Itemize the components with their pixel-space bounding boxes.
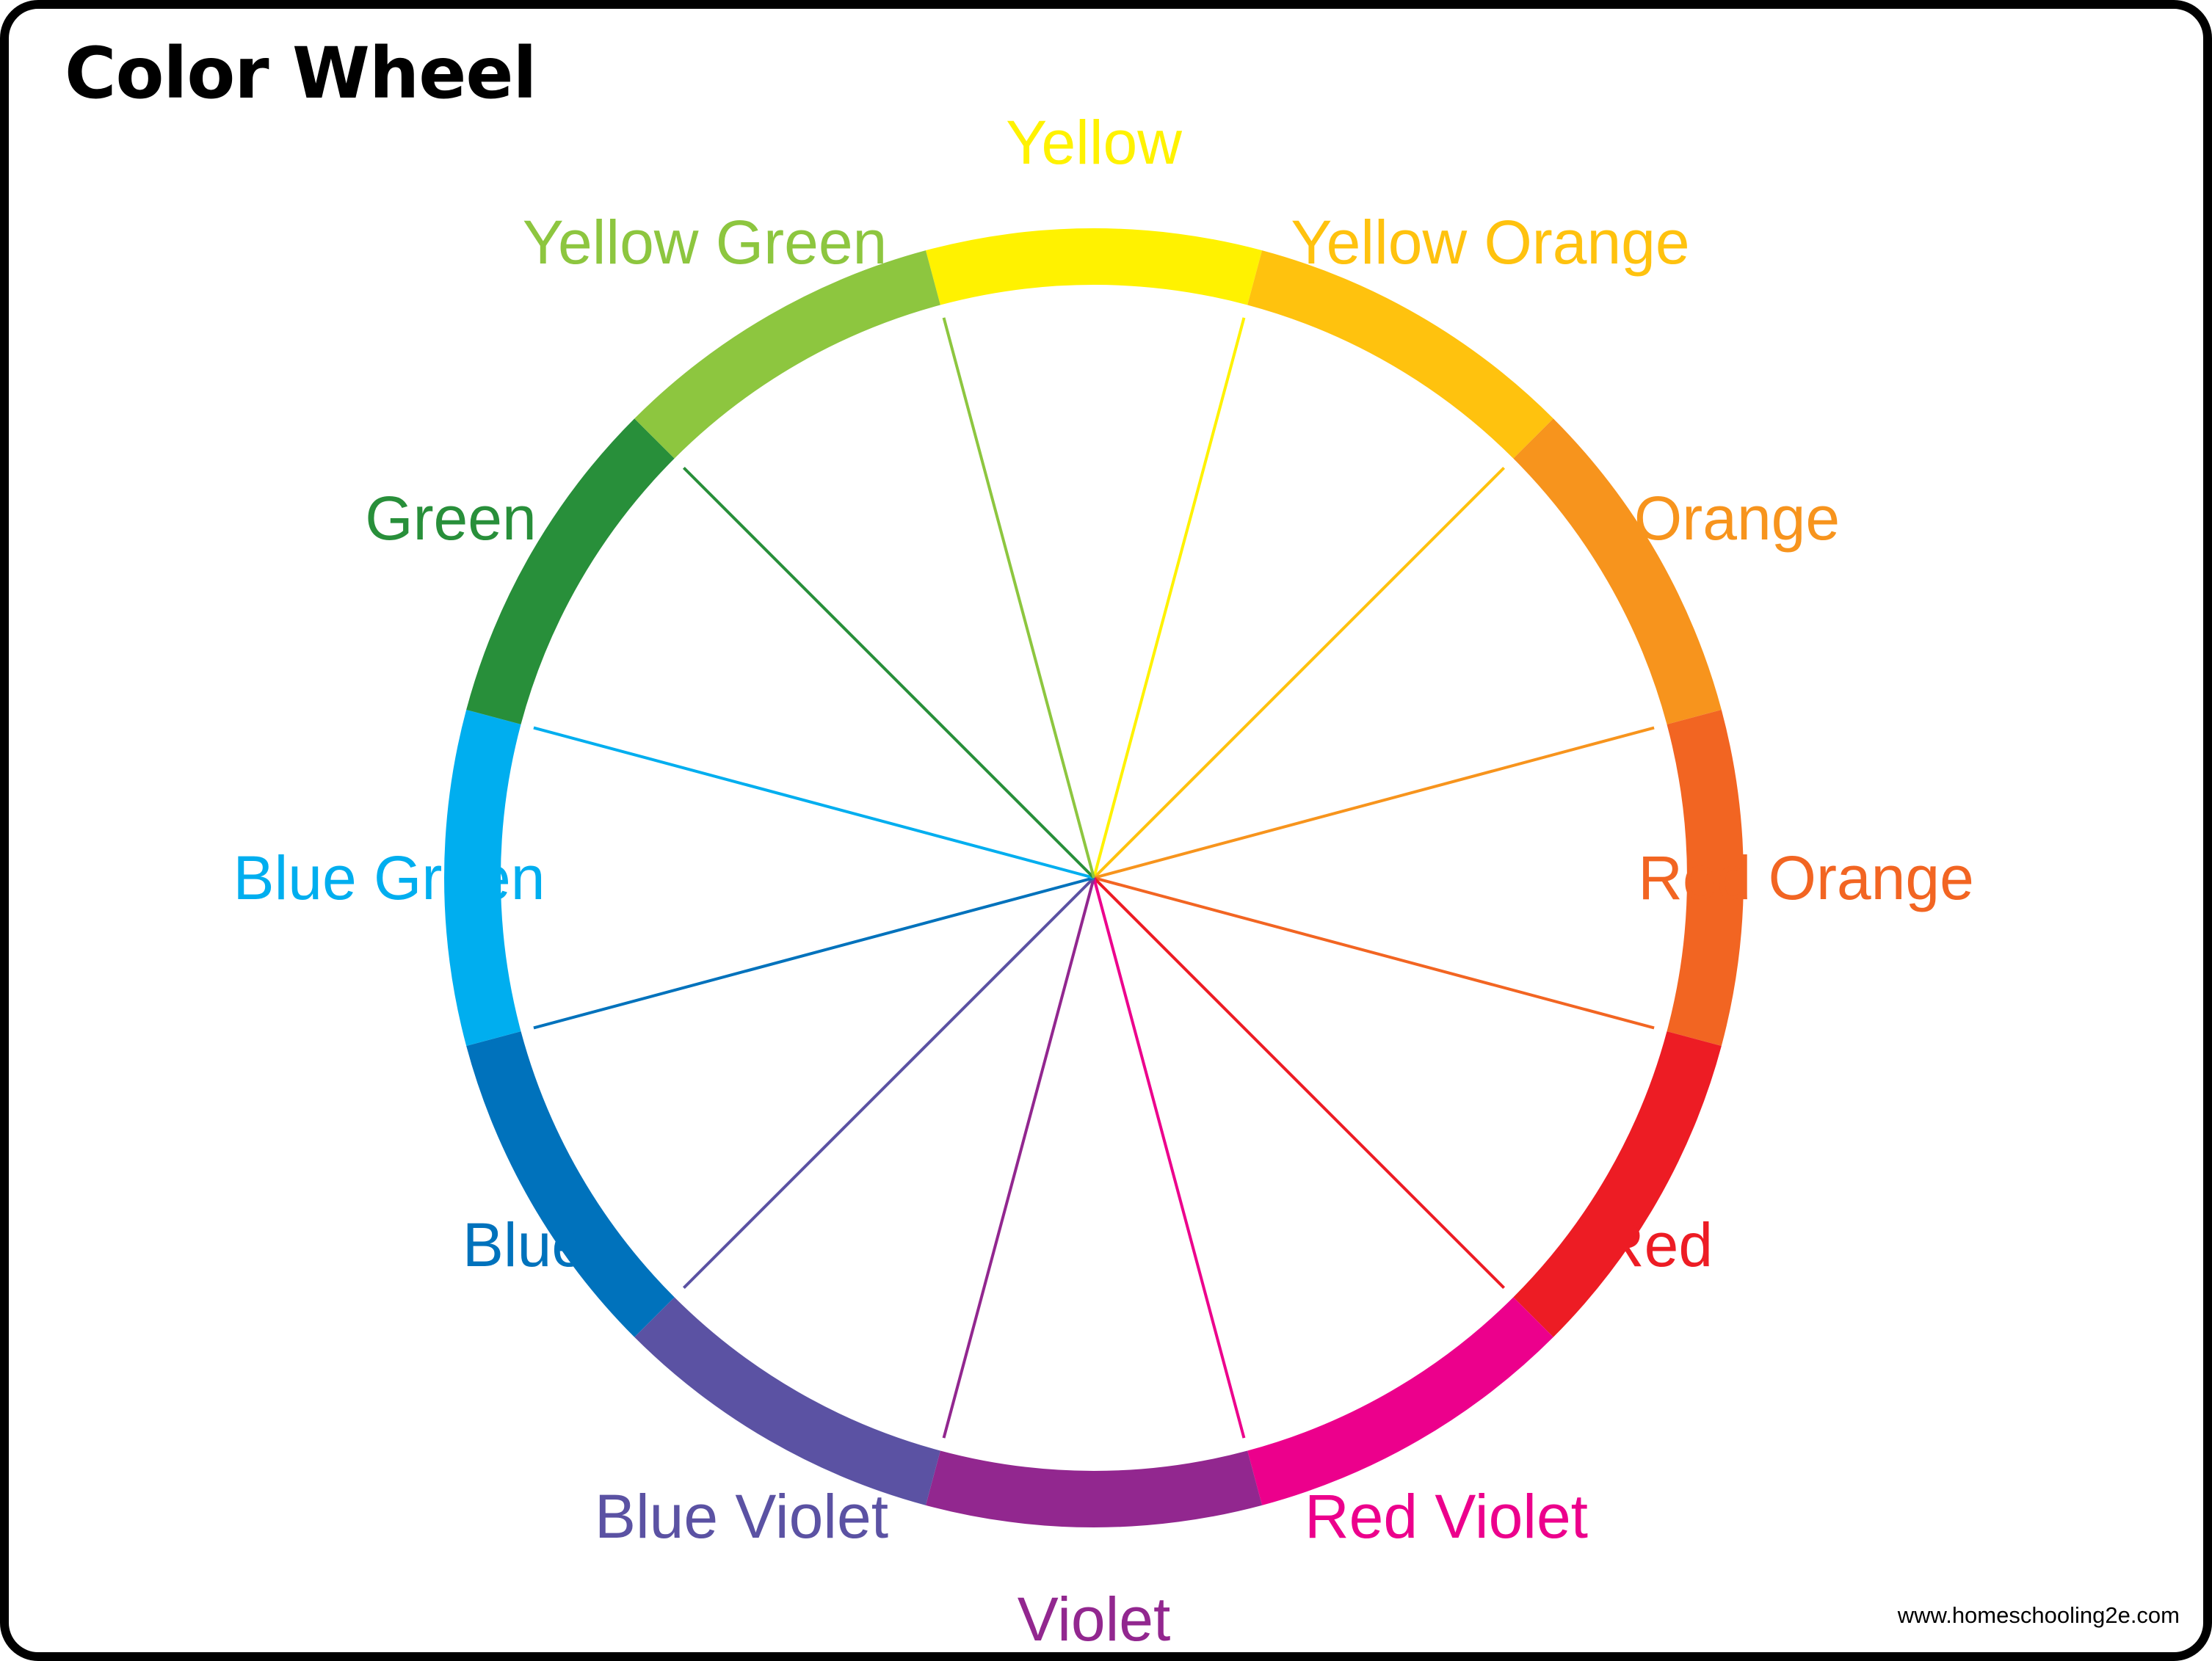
label-blue-green: Blue Green	[233, 843, 545, 912]
ring-segment-green	[466, 418, 675, 724]
ring-segment-yellow-green	[634, 250, 940, 459]
spoke-yellow-orange	[1092, 466, 1506, 879]
spoke-orange	[1093, 726, 1655, 879]
spoke-blue-violet	[682, 876, 1095, 1290]
label-green: Green	[365, 484, 537, 553]
spoke-green	[682, 466, 1095, 879]
color-wheel-ring	[444, 228, 1744, 1527]
ring-segment-yellow	[925, 228, 1263, 305]
spoke-blue-green	[533, 726, 1095, 879]
page-title: Color Wheel	[65, 32, 537, 115]
label-blue: Blue	[462, 1210, 587, 1279]
label-orange: Orange	[1633, 484, 1841, 553]
spoke-blue	[533, 876, 1095, 1030]
label-blue-violet: Blue Violet	[594, 1482, 889, 1552]
label-yellow-green: Yellow Green	[522, 207, 888, 277]
ring-segment-red-violet	[1247, 1297, 1553, 1505]
ring-segment-red	[1513, 1031, 1722, 1337]
spoke-red	[1092, 876, 1506, 1290]
spoke-yellow	[1092, 317, 1246, 879]
ring-segment-violet	[925, 1450, 1263, 1527]
ring-segment-red-orange	[1667, 709, 1744, 1047]
spoke-yellow-green	[942, 317, 1095, 879]
website-credit: www.homeschooling2e.com	[1897, 1602, 2180, 1628]
ring-segment-blue-green	[444, 709, 521, 1047]
label-red-violet: Red Violet	[1304, 1482, 1589, 1552]
label-red: Red	[1599, 1210, 1714, 1279]
label-red-orange: Red Orange	[1638, 843, 1974, 912]
spoke-red-orange	[1093, 876, 1655, 1030]
ring-segment-yellow-orange	[1247, 250, 1553, 459]
label-yellow-orange: Yellow Orange	[1291, 207, 1690, 277]
color-wheel-spokes	[533, 317, 1655, 1439]
spoke-red-violet	[1092, 877, 1246, 1439]
ring-segment-orange	[1513, 418, 1722, 724]
ring-segment-blue	[466, 1031, 675, 1337]
label-violet: Violet	[1017, 1585, 1171, 1654]
ring-segment-blue-violet	[634, 1297, 940, 1505]
label-yellow: Yellow	[1006, 108, 1182, 177]
spoke-violet	[942, 877, 1095, 1439]
